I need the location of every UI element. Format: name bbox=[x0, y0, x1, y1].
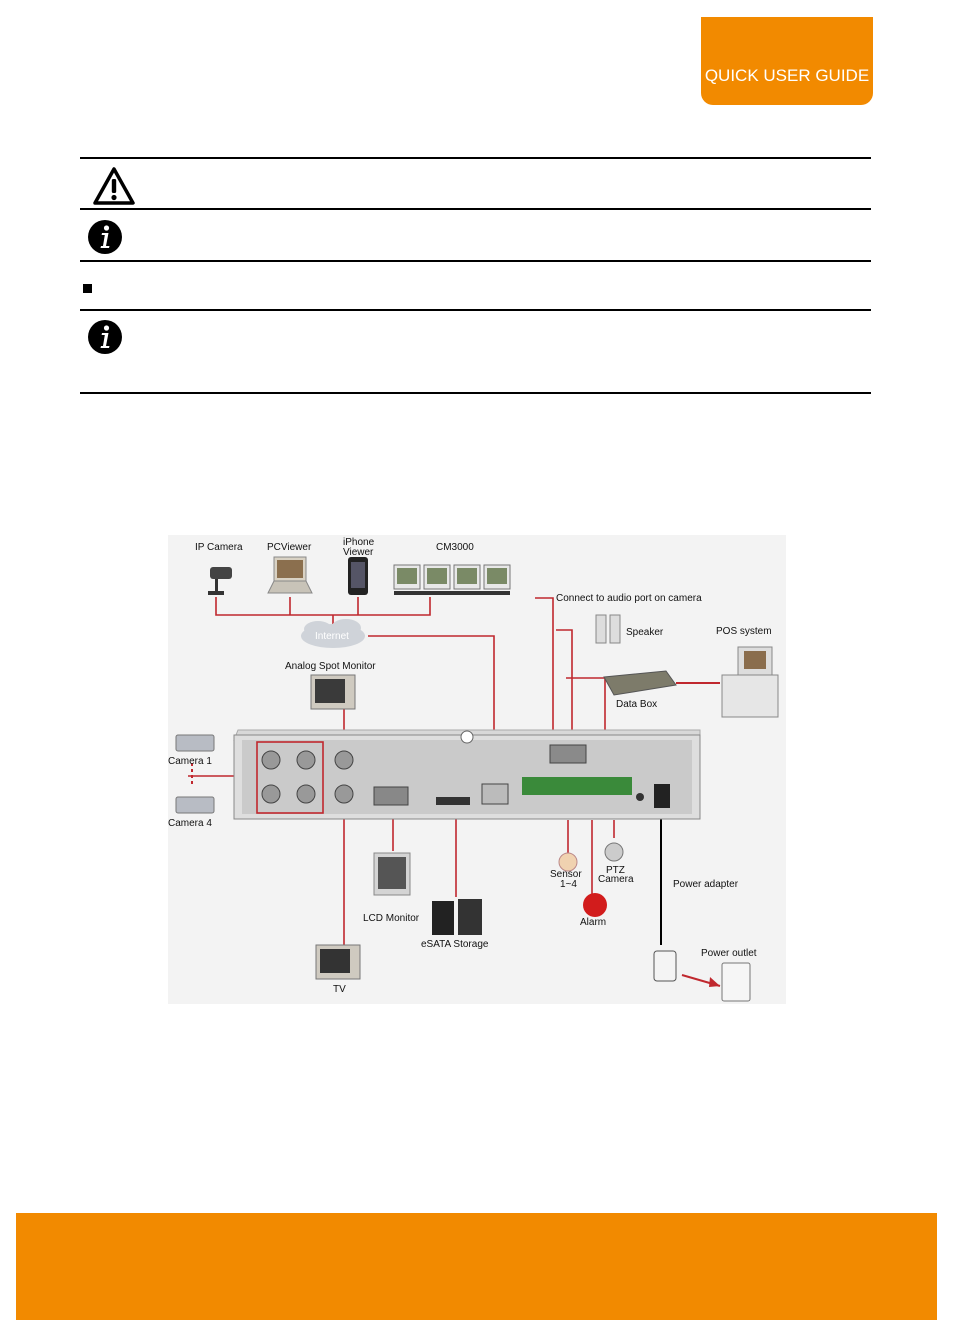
analog-camera-1 bbox=[175, 734, 215, 752]
tv-device bbox=[315, 944, 361, 980]
tab-label: QUICK USER GUIDE bbox=[704, 66, 870, 85]
data-box-device bbox=[603, 670, 677, 696]
sensor-device bbox=[558, 852, 578, 872]
square-bullet-icon bbox=[83, 284, 92, 293]
pcviewer-laptop bbox=[267, 556, 313, 594]
label-ptz: PTZ bbox=[606, 865, 625, 876]
power-adapter-device bbox=[653, 950, 677, 982]
label-sensor-range: 1~4 bbox=[560, 879, 577, 890]
pos-system-device bbox=[721, 646, 779, 718]
ptz-camera-device bbox=[604, 842, 624, 862]
label-lcd-monitor: LCD Monitor bbox=[363, 913, 420, 924]
label-power-adapter: Power adapter bbox=[673, 879, 739, 890]
internet-cloud bbox=[301, 619, 365, 648]
speaker-device bbox=[595, 614, 621, 644]
label-esata-storage: eSATA Storage bbox=[421, 939, 489, 950]
label-pos-system: POS system bbox=[716, 626, 772, 637]
analog-spot-monitor bbox=[310, 674, 356, 710]
label-ptz-camera: Camera bbox=[598, 874, 634, 885]
warning-triangle-icon bbox=[92, 166, 136, 211]
quick-user-guide-tab: QUICK USER GUIDE bbox=[701, 17, 873, 105]
divider-4 bbox=[80, 309, 871, 311]
label-cm3000: CM3000 bbox=[436, 542, 474, 553]
info-circle-icon bbox=[87, 319, 123, 360]
dvr-rear-panel bbox=[233, 729, 701, 820]
alarm-device bbox=[583, 893, 607, 917]
label-power-outlet: Power outlet bbox=[701, 948, 757, 959]
divider-3 bbox=[80, 260, 871, 262]
divider-top bbox=[80, 157, 871, 159]
label-camera-1: Camera 1 bbox=[168, 756, 212, 767]
connection-diagram: IP Camera PCViewer iPhone Viewer CM3000 … bbox=[168, 535, 786, 1004]
analog-camera-4 bbox=[175, 796, 215, 814]
label-speaker: Speaker bbox=[626, 627, 664, 638]
label-tv: TV bbox=[333, 984, 346, 995]
ip-camera-device bbox=[208, 567, 232, 595]
label-alarm: Alarm bbox=[580, 917, 606, 928]
label-ip-camera: IP Camera bbox=[195, 542, 243, 553]
divider-2 bbox=[80, 208, 871, 210]
footer-bar bbox=[16, 1213, 937, 1320]
label-internet: Internet bbox=[315, 631, 349, 642]
power-outlet-device bbox=[721, 962, 751, 1002]
label-iphone: iPhone bbox=[343, 537, 375, 548]
label-sensor: Sensor bbox=[550, 869, 582, 880]
iphone-device bbox=[348, 557, 368, 595]
info-circle-icon bbox=[87, 219, 123, 260]
label-data-box: Data Box bbox=[616, 699, 657, 710]
label-connect-audio: Connect to audio port on camera bbox=[556, 593, 702, 604]
label-camera-4: Camera 4 bbox=[168, 818, 212, 829]
esata-storage-device bbox=[432, 899, 482, 935]
label-pcviewer: PCViewer bbox=[267, 542, 312, 553]
lcd-monitor-device bbox=[373, 852, 411, 896]
divider-bottom bbox=[80, 392, 871, 394]
label-viewer: Viewer bbox=[343, 547, 374, 558]
label-analog-spot-monitor: Analog Spot Monitor bbox=[285, 661, 376, 672]
